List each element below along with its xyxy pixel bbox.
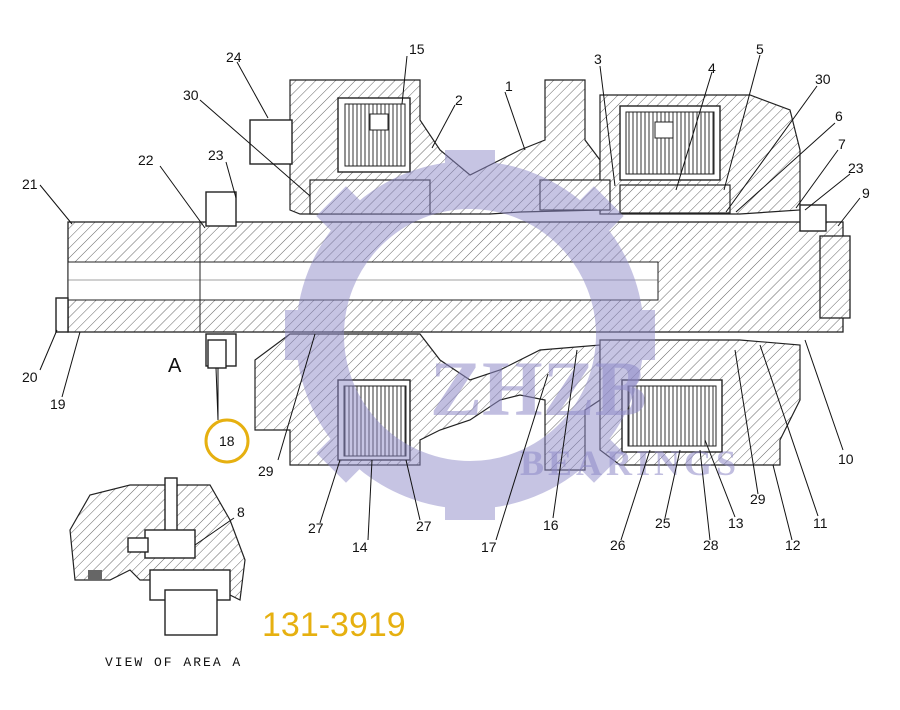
view-caption: VIEW OF AREA A: [105, 655, 242, 670]
callout-6: 6: [835, 108, 843, 124]
callout-11: 11: [813, 515, 828, 531]
callout-22: 22: [138, 152, 154, 168]
callout-27-left: 27: [308, 520, 324, 536]
upper-clutch-pack-left: [344, 103, 406, 167]
callout-19: 19: [50, 396, 66, 412]
callout-29-left: 29: [258, 463, 274, 479]
highlight-ring-18: [204, 418, 250, 464]
callout-10: 10: [838, 451, 854, 467]
area-marker-a: A: [168, 355, 182, 377]
part-number: 131-3919: [262, 606, 406, 644]
callout-21: 21: [22, 176, 38, 192]
main-shaft: [55, 221, 851, 333]
callout-18: 18: [219, 433, 235, 449]
callout-23-left: 23: [208, 147, 224, 163]
gear-icon: [285, 150, 655, 520]
callout-1: 1: [505, 78, 513, 94]
callout-30-left: 30: [183, 87, 199, 103]
callout-23-right: 23: [848, 160, 864, 176]
callout-12: 12: [785, 537, 801, 553]
watermark-tagline: BEARINGS: [520, 443, 740, 483]
callout-25: 25: [655, 515, 671, 531]
lower-clutch-pack-right: [627, 385, 717, 447]
callout-15: 15: [409, 41, 425, 57]
callout-13: 13: [728, 515, 744, 531]
callout-29-right: 29: [750, 491, 766, 507]
callout-3: 3: [594, 51, 602, 67]
callout-20: 20: [22, 369, 38, 385]
callout-labels: 1 2 3 4 5 6 7 8 9 10 11 12 13 14 15 16 1…: [22, 41, 870, 555]
callout-4: 4: [708, 60, 716, 76]
callout-17: 17: [481, 539, 497, 555]
callout-9: 9: [862, 185, 870, 201]
callout-26: 26: [610, 537, 626, 553]
inset-view-area-a: [69, 477, 246, 636]
watermark-brand: ZHZB: [430, 345, 647, 432]
callout-14: 14: [352, 539, 368, 555]
upper-clutch-pack-right: [625, 111, 715, 175]
callout-28: 28: [703, 537, 719, 553]
callout-2: 2: [455, 92, 463, 108]
leader-lines: [39, 54, 861, 546]
watermark: ZHZB BEARINGS: [285, 150, 740, 520]
callout-16: 16: [543, 517, 559, 533]
callout-5: 5: [756, 41, 764, 57]
callout-24: 24: [226, 49, 242, 65]
callout-8: 8: [237, 504, 245, 520]
callout-30-right: 30: [815, 71, 831, 87]
callout-27-right: 27: [416, 518, 432, 534]
callout-7: 7: [838, 136, 846, 152]
